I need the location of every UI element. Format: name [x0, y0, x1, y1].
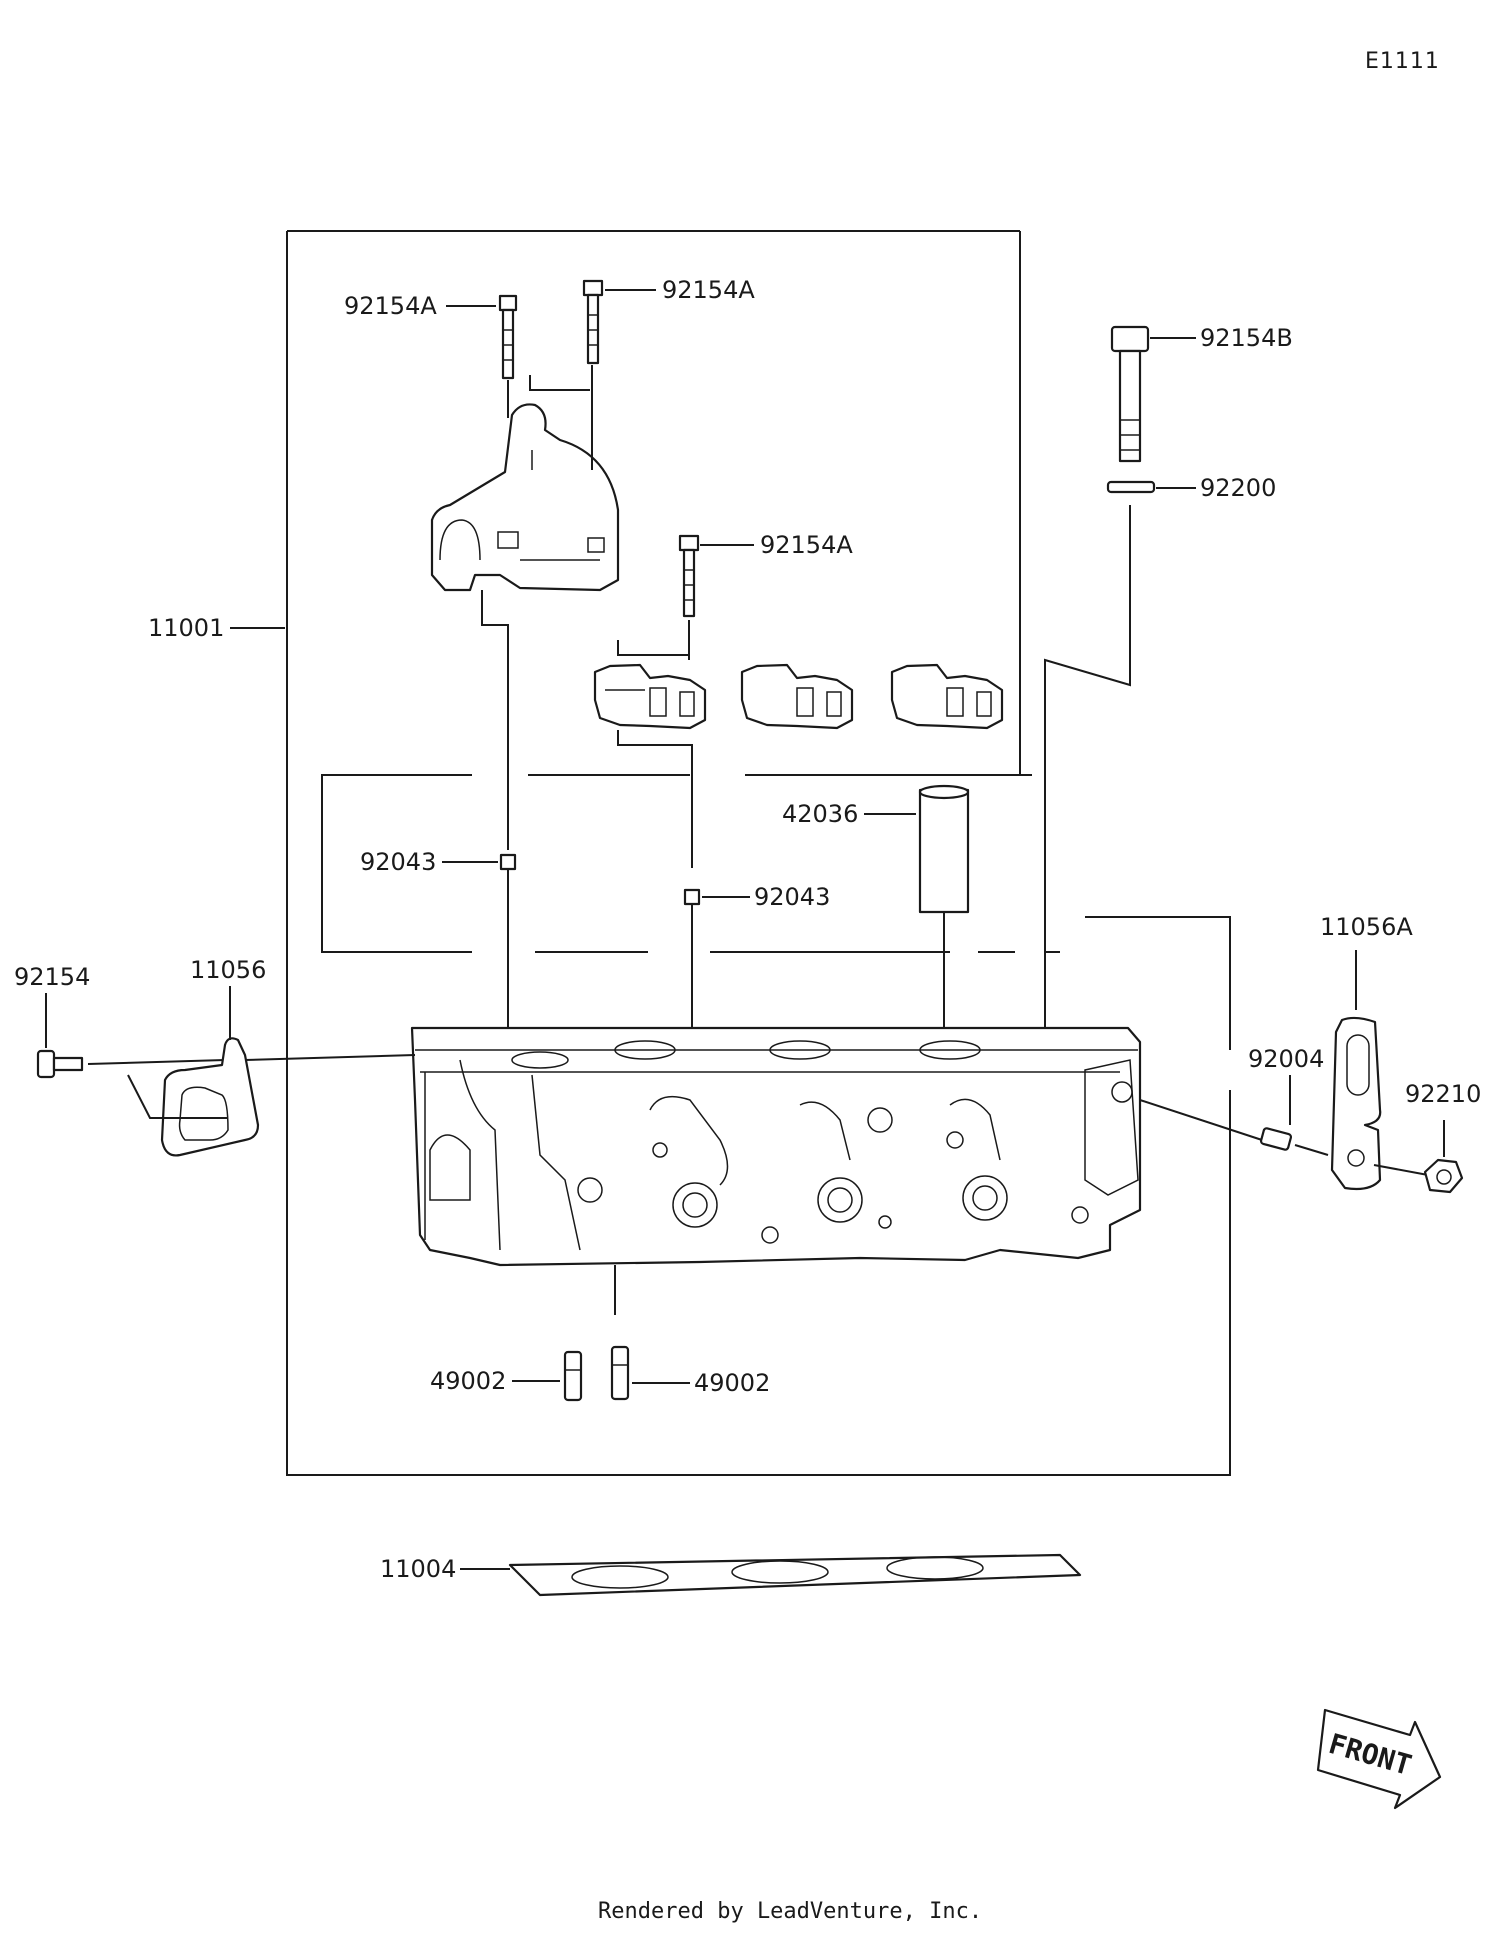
bolt-92154a-left[interactable] [498, 294, 518, 380]
svg-text:92043: 92043 [754, 883, 830, 911]
bolt-92154a-right[interactable] [582, 279, 604, 365]
callout-11056a: 11056A [1320, 913, 1413, 941]
svg-text:92154A: 92154A [662, 276, 755, 304]
cylinder-head[interactable] [410, 1026, 1142, 1267]
bracket-11056a[interactable] [1330, 1016, 1382, 1191]
callout-92154: 92154 [14, 963, 90, 1048]
callout-92210: 92210 [1405, 1080, 1481, 1108]
svg-text:49002: 49002 [430, 1367, 506, 1395]
svg-text:92043: 92043 [360, 848, 436, 876]
callout-92004: 92004 [1248, 1045, 1324, 1073]
callout-11004: 11004 [380, 1555, 510, 1583]
svg-text:11056: 11056 [190, 956, 266, 984]
callout-42036: 42036 [782, 800, 916, 828]
svg-text:92154B: 92154B [1200, 324, 1293, 352]
bracket-11056[interactable] [160, 1037, 260, 1157]
callout-49002-2: 49002 [632, 1369, 770, 1397]
front-arrow-icon: FRONT [1316, 1708, 1442, 1810]
callout-92154a-1: 92154A [344, 292, 496, 320]
cam-cap-2[interactable] [740, 663, 854, 730]
pin-49002-right[interactable] [610, 1345, 630, 1401]
cam-cap-3[interactable] [890, 663, 1004, 730]
bolt-92154[interactable] [36, 1049, 84, 1079]
bolt-92154b[interactable] [1110, 325, 1150, 463]
svg-text:11056A: 11056A [1320, 913, 1413, 941]
camshaft-bracket[interactable] [430, 403, 620, 592]
callout-49002-1: 49002 [430, 1367, 560, 1395]
pin-49002-left[interactable] [563, 1350, 583, 1402]
svg-text:92154A: 92154A [344, 292, 437, 320]
svg-text:11004: 11004 [380, 1555, 456, 1583]
svg-text:92200: 92200 [1200, 474, 1276, 502]
washer-92200[interactable] [1106, 480, 1156, 494]
head-gasket-11004[interactable] [508, 1553, 1082, 1597]
pipe-42036[interactable] [918, 784, 970, 914]
callout-92043-2: 92043 [702, 883, 830, 911]
callout-92043-1: 92043 [360, 848, 498, 876]
callout-92154a-2: 92154A [605, 276, 755, 304]
svg-text:92210: 92210 [1405, 1080, 1481, 1108]
svg-text:49002: 49002 [694, 1369, 770, 1397]
callout-92154a-3: 92154A [700, 531, 853, 559]
nut-92210[interactable] [1423, 1158, 1464, 1194]
diagram-code: E1111 [1365, 49, 1440, 74]
stud-92004[interactable] [1259, 1127, 1293, 1151]
svg-text:92154: 92154 [14, 963, 90, 991]
cam-cap-1[interactable] [593, 663, 707, 730]
svg-text:92154A: 92154A [760, 531, 853, 559]
dowel-92043-middle[interactable] [683, 888, 701, 906]
callout-11056: 11056 [190, 956, 266, 1040]
footer-credit: Rendered by LeadVenture, Inc. [598, 1899, 982, 1924]
svg-text:42036: 42036 [782, 800, 858, 828]
svg-text:11001: 11001 [148, 614, 224, 642]
callout-11001: 11001 [148, 614, 285, 642]
callout-92154b: 92154B [1150, 324, 1293, 352]
callout-92200: 92200 [1156, 474, 1276, 502]
bolt-92154a-middle[interactable] [678, 534, 700, 618]
svg-text:92004: 92004 [1248, 1045, 1324, 1073]
dowel-92043-left[interactable] [499, 853, 517, 871]
assembly-frame [286, 230, 1231, 1476]
